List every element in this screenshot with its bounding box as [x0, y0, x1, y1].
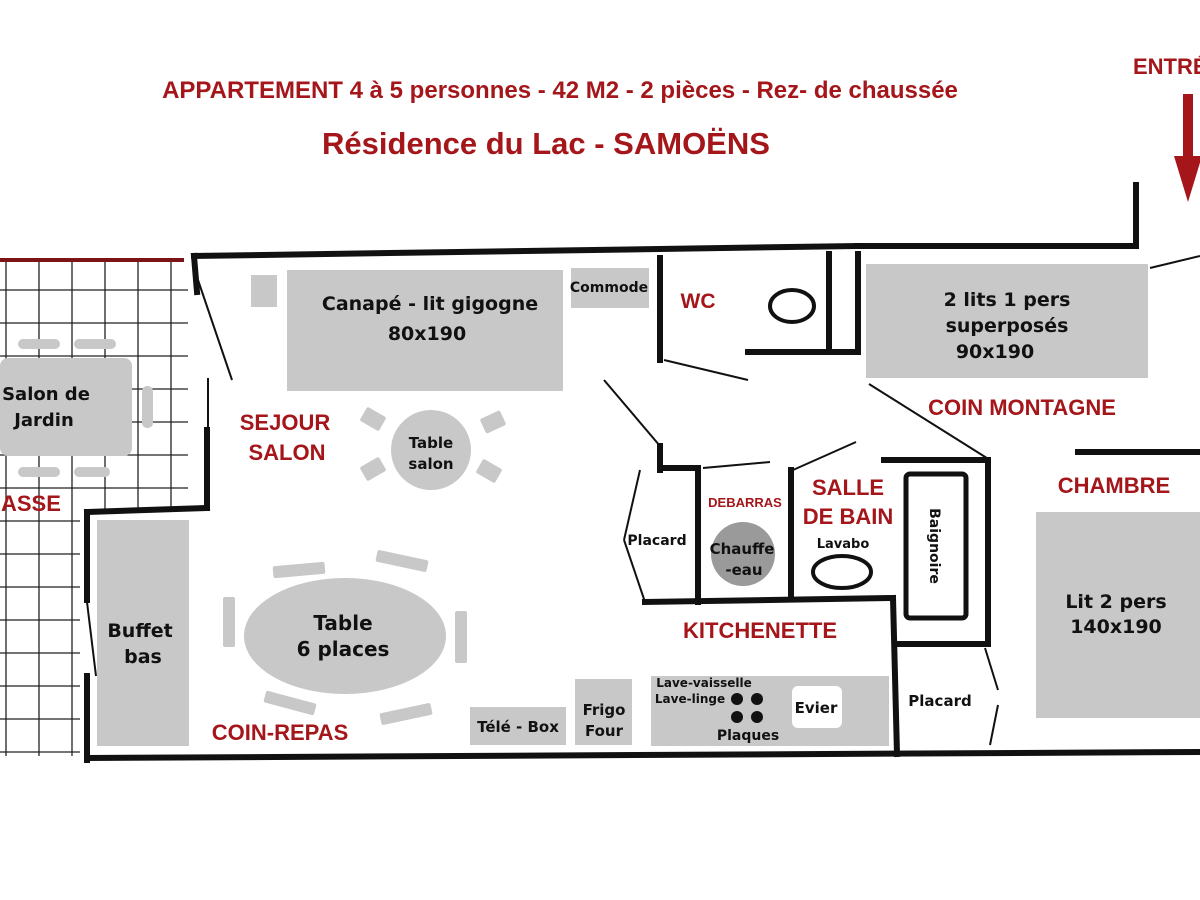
garden-set-label-2: Jardin [12, 410, 74, 431]
bunk-beds-label-1: 2 lits 1 pers [944, 289, 1071, 311]
sideboard-label-1: Buffet [107, 620, 172, 642]
bathtub-label: Baignoire [926, 508, 942, 584]
living-room-label-2: SALON [249, 440, 326, 465]
storage-label: DEBARRAS [708, 495, 782, 510]
water-heater [711, 522, 775, 586]
bunk-beds [866, 264, 1148, 378]
bathroom-label-2: DE BAIN [803, 504, 893, 529]
kitchen-sink-label: Evier [795, 699, 838, 717]
toilet-icon [768, 288, 816, 324]
oven-label: Four [585, 722, 624, 740]
entry-label: ENTRÉE [1133, 54, 1200, 79]
cooktop-icon [731, 693, 763, 723]
coffee-table-label-2: salon [408, 455, 453, 473]
plan-subtitle: Résidence du Lac - SAMOËNS [322, 126, 770, 161]
closet-label-1: Placard [627, 533, 686, 549]
terrace-label: ASSE [1, 491, 61, 516]
bunk-beds-label-2: superposés [946, 315, 1069, 337]
water-heater-label-1: Chauffe [710, 540, 775, 558]
water-heater-label-2: -eau [725, 561, 762, 579]
bathroom-label-1: SALLE [812, 475, 884, 500]
sink-icon [811, 554, 873, 590]
kitchen-sink [792, 686, 842, 728]
coffee-table [360, 407, 506, 490]
walls [83, 182, 1200, 763]
cooktop-label: Plaques [717, 728, 779, 744]
kitchen-counter [651, 676, 889, 746]
tv-unit-label: Télé - Box [477, 718, 559, 736]
dishwasher-label: Lave-vaisselle [656, 676, 752, 690]
bathtub-icon [903, 471, 969, 621]
tv-unit [470, 707, 566, 745]
dresser-label: Commode [570, 280, 648, 296]
side-table [251, 275, 277, 307]
bunk-beds-size: 90x190 [956, 341, 1034, 363]
bedroom-label: CHAMBRE [1058, 473, 1170, 498]
living-room-label-1: SEJOUR [240, 410, 331, 435]
fridge-oven [575, 679, 632, 745]
plan-title: APPARTEMENT 4 à 5 personnes - 42 M2 - 2 … [162, 77, 958, 104]
garden-set-label-1: Salon de [2, 384, 90, 405]
dining-table-label-2: 6 places [297, 637, 390, 661]
dining-table [223, 550, 467, 725]
double-bed-label: Lit 2 pers [1065, 591, 1166, 613]
double-bed-size: 140x190 [1070, 616, 1162, 638]
double-bed [1036, 512, 1200, 718]
sink-label: Lavabo [817, 537, 870, 552]
coffee-table-label-1: Table [409, 434, 453, 452]
wc-label: WC [681, 290, 716, 313]
sofa-bed-label: Canapé - lit gigogne [322, 293, 538, 315]
fridge-label: Frigo [583, 701, 626, 719]
doors [86, 255, 1200, 746]
garden-furniture [0, 339, 153, 477]
dining-area-label: COIN-REPAS [212, 720, 349, 745]
entry-arrow-icon [1174, 94, 1200, 202]
closet-label-2: Placard [908, 692, 971, 710]
sideboard-label-2: bas [124, 646, 162, 668]
dresser [571, 268, 649, 308]
dining-table-label-1: Table [313, 611, 372, 635]
sofa-bed [287, 270, 563, 391]
washing-machine-label: Lave-linge [655, 692, 725, 706]
kitchenette-label: KITCHENETTE [683, 618, 837, 643]
mountain-corner-label: COIN MONTAGNE [928, 395, 1116, 420]
sofa-bed-size: 80x190 [388, 323, 466, 345]
sideboard [97, 520, 189, 746]
